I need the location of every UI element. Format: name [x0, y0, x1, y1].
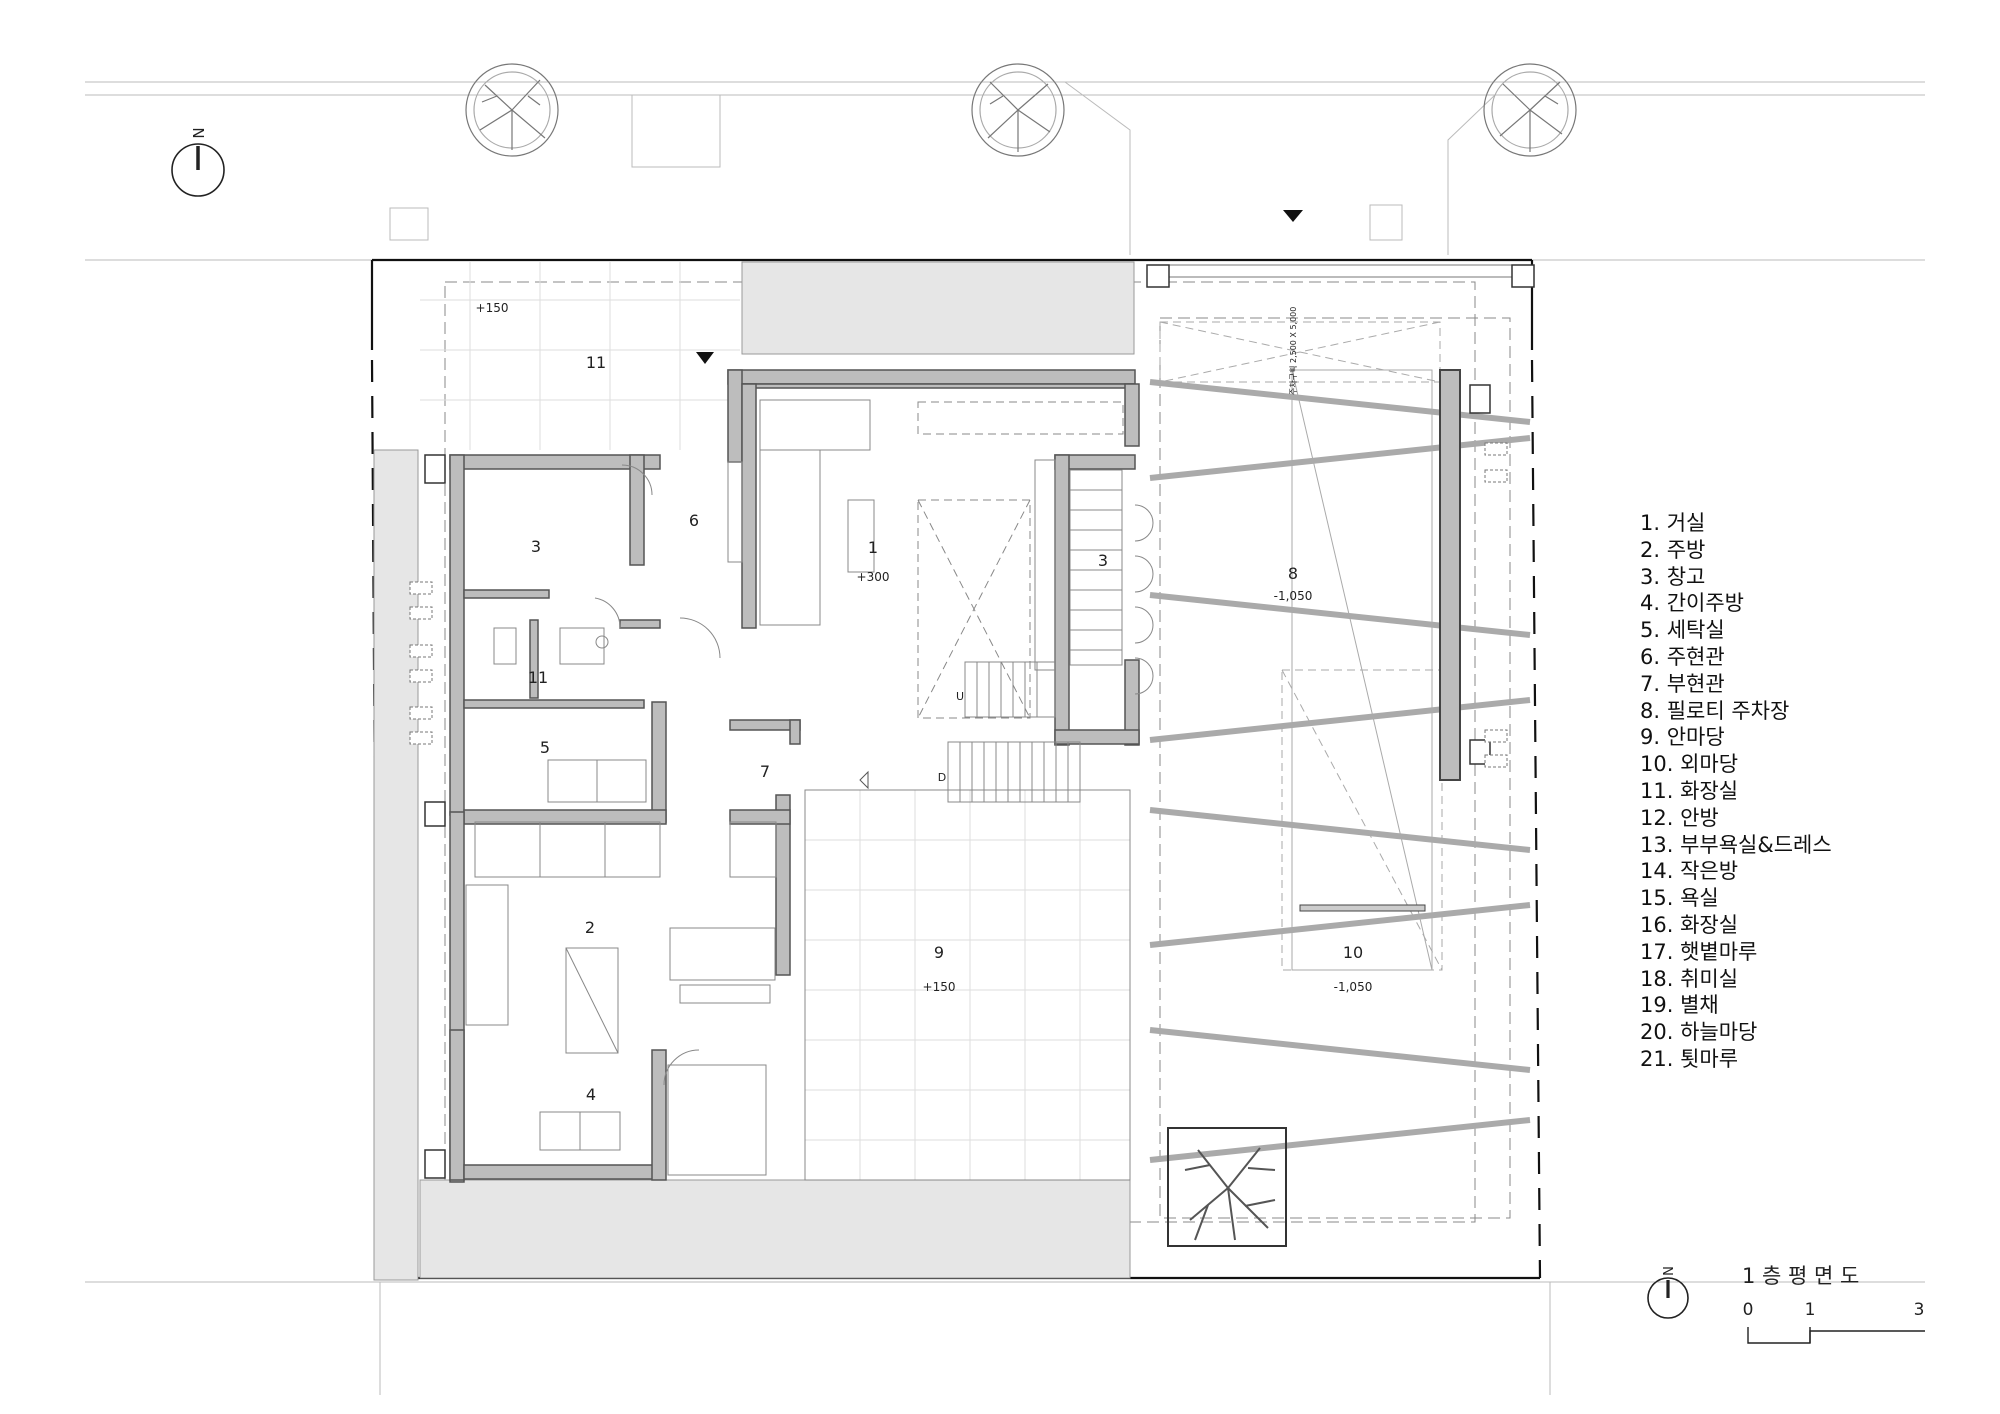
stair-up-label: U	[956, 690, 964, 703]
tree-icon	[1167, 1127, 1287, 1247]
fixtures	[465, 399, 1154, 1176]
scale-tick-0: 0	[1743, 1300, 1754, 1320]
scale-tick-3: 3	[1914, 1300, 1925, 1320]
legend-item: 11. 화장실	[1640, 778, 1739, 803]
scale-tick-1: 1	[1805, 1300, 1816, 1320]
north-arrow-icon: N	[1647, 1266, 1689, 1319]
room-number: 8	[1288, 564, 1298, 583]
tree-icon	[971, 63, 1065, 157]
room-number: 3	[531, 537, 541, 556]
scale-bar	[1747, 1327, 1925, 1344]
level-mark: +150	[476, 301, 509, 315]
room-number: 5	[540, 738, 550, 757]
room-number: 4	[586, 1085, 596, 1104]
drawing-title: 1 층 평 면 도	[1742, 1264, 1859, 1288]
downspout	[409, 442, 1508, 768]
entrance-marker-icon	[1283, 210, 1303, 222]
direction-arrow-icon	[859, 770, 869, 790]
legend-item: 5. 세탁실	[1640, 618, 1725, 643]
legend-item: 20. 하늘마당	[1640, 1020, 1758, 1045]
legend-item: 2. 주방	[1640, 537, 1706, 562]
parking-note: 주차구획 2,500 X 5,000	[1288, 307, 1298, 395]
room-number: 6	[689, 511, 699, 530]
level-mark: -1,050	[1334, 980, 1373, 994]
legend-item: 4. 간이주방	[1640, 591, 1744, 616]
stair-down-label: D	[938, 771, 946, 784]
legend-item: 8. 필로티 주차장	[1640, 698, 1790, 723]
room-number: 9	[934, 943, 944, 962]
level-mark: +300	[857, 570, 890, 584]
room-number: 1	[868, 538, 878, 557]
legend-item: 1. 거실	[1640, 511, 1706, 535]
parking-wall	[1439, 369, 1461, 781]
room-number: 11	[528, 668, 548, 687]
room-number: 10	[1343, 943, 1363, 962]
walls	[449, 369, 1140, 1183]
parking-stripes	[1149, 379, 1531, 1163]
north-arrow-icon: N	[171, 127, 225, 197]
legend-item: 14. 작은방	[1640, 859, 1739, 884]
parking-bay	[1159, 321, 1443, 971]
legend-item: 21. 툇마루	[1640, 1046, 1739, 1071]
legend-item: 16. 화장실	[1640, 912, 1739, 937]
roof-beam	[1161, 264, 1513, 278]
gravel-area	[373, 261, 1135, 1281]
level-mark: +150	[923, 980, 956, 994]
tree-icon	[465, 63, 559, 157]
north-label-small: N	[1659, 1266, 1674, 1276]
legend-item: 6. 주현관	[1640, 644, 1725, 669]
level-mark: -1,050	[1274, 589, 1313, 603]
room-number: 7	[760, 762, 770, 781]
room-number: 2	[585, 918, 595, 937]
north-label: N	[189, 127, 207, 138]
legend-list: 1. 거실 2. 주방 3. 창고 4. 간이주방 5. 세탁실 6. 주현관 …	[1640, 510, 1832, 1073]
inner-courtyard	[804, 789, 1131, 1181]
legend-item: 3. 창고	[1640, 564, 1706, 589]
legend-item: 12. 안방	[1640, 805, 1719, 830]
entrance-marker-icon	[696, 352, 714, 364]
legend-item: 15. 욕실	[1640, 886, 1719, 911]
legend-item: 7. 부현관	[1640, 671, 1725, 696]
legend-item: 18. 취미실	[1640, 966, 1739, 991]
legend-item: 10. 외마당	[1640, 752, 1739, 777]
legend-item: 13. 부부욕실&드레스	[1640, 832, 1832, 857]
legend-item: 9. 안마당	[1640, 725, 1725, 750]
tree-icon	[1483, 63, 1577, 157]
room-number: 3	[1098, 551, 1108, 570]
site-boundary	[370, 258, 1540, 1280]
legend-item: 17. 햇볕마루	[1640, 939, 1758, 964]
wheel-stop	[1299, 904, 1426, 912]
legend-item: 19. 별채	[1640, 993, 1719, 1018]
setback-line	[444, 281, 1511, 1223]
room-number: 11	[586, 353, 606, 372]
courtyard-paving	[420, 262, 1130, 1180]
